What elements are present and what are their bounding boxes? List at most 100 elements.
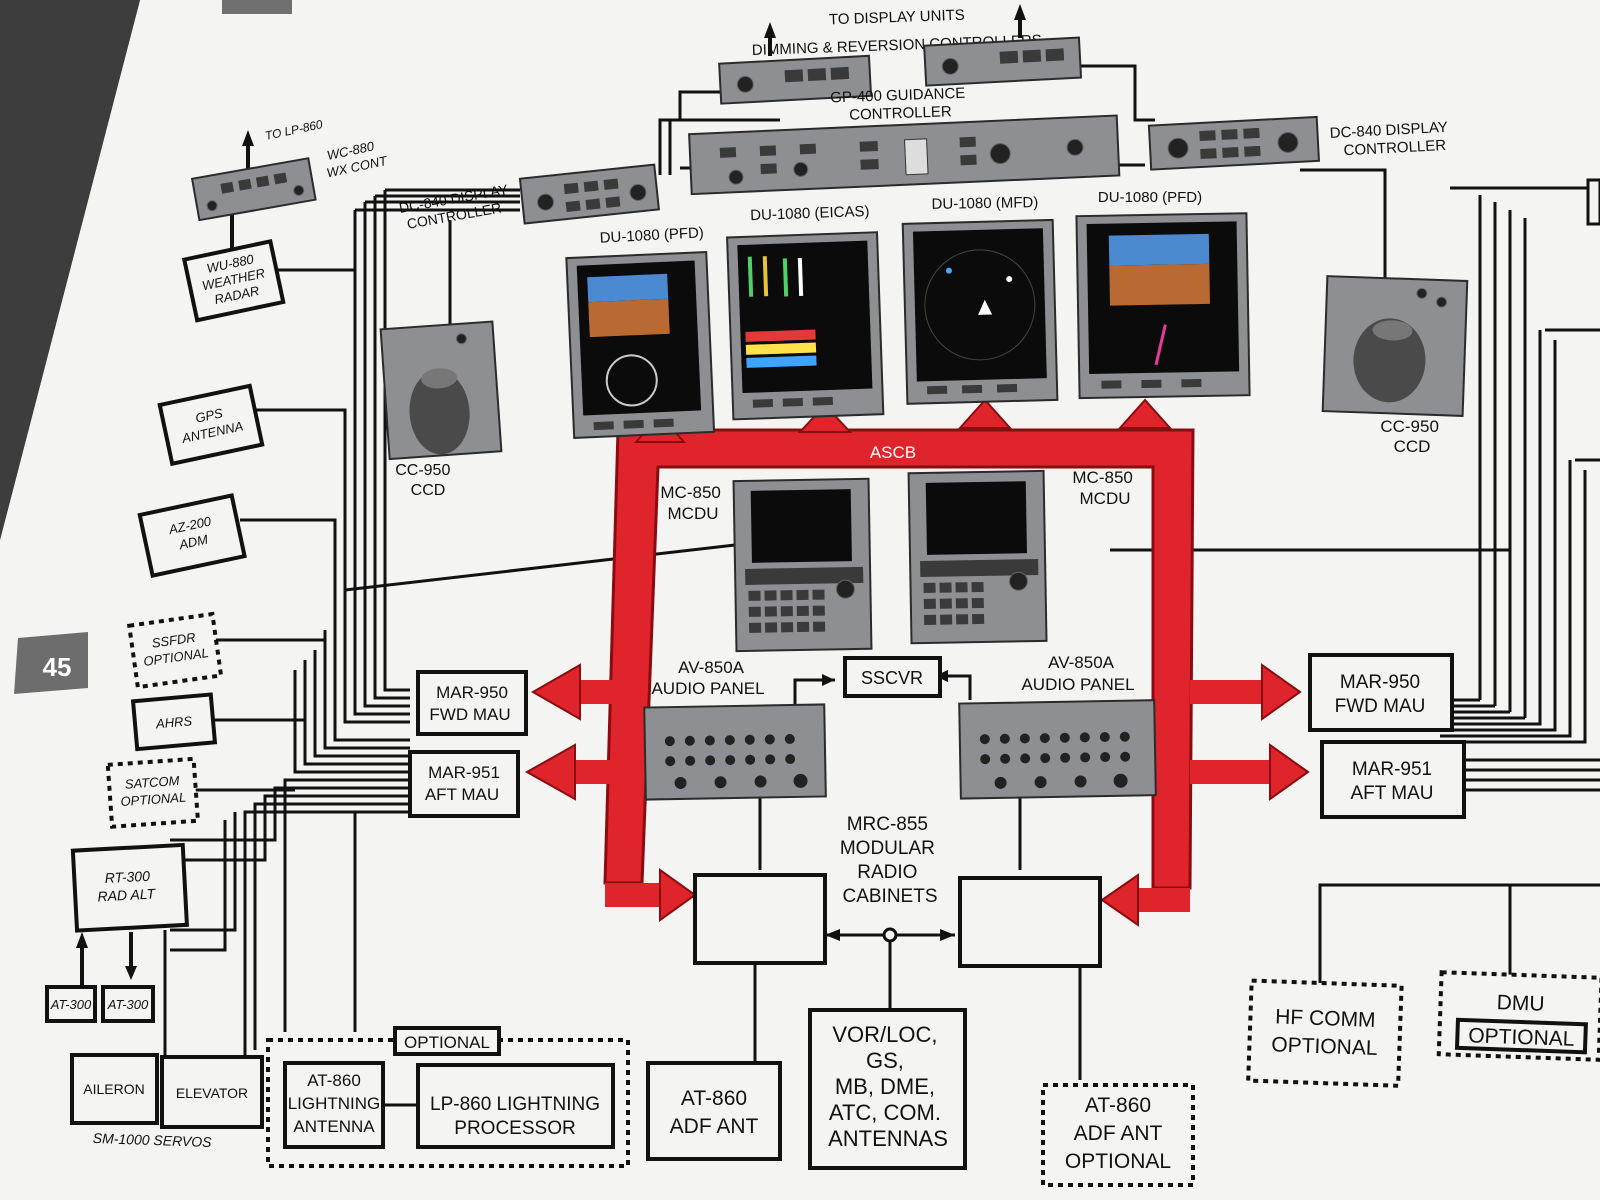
audio-right-label-line2: AUDIO PANEL <box>1021 675 1134 694</box>
at860-lightning-line1: AT-860 <box>307 1071 361 1090</box>
adf-opt-line2: ADF ANT <box>1074 1122 1163 1145</box>
audio-left-label-line1: AV-850A <box>678 658 745 677</box>
wu880-weather-radar: WU-880WEATHERRADAR <box>181 238 286 323</box>
cc950-ccd-left <box>379 320 503 461</box>
dmu-label: DMU <box>1496 991 1545 1016</box>
ccd-left-label-line2: CCD <box>411 482 446 499</box>
sscvr-label: SSCVR <box>861 668 923 688</box>
aileron-servo: AILERON <box>70 1053 159 1125</box>
wiring <box>163 64 1600 1080</box>
mau-left-fwd-line1: MAR-950 <box>436 683 508 702</box>
at860-lightning-line2: LIGHTNING <box>288 1094 381 1113</box>
satcom-optional: SATCOMOPTIONAL <box>105 756 201 829</box>
mrc855-cabinet-right <box>958 876 1102 968</box>
adf-ant-line2: ADF ANT <box>670 1115 759 1138</box>
mcdu-right-label-line1: MC-850 <box>1072 468 1132 487</box>
mrc855-label-line1: MRC-855 <box>847 814 928 835</box>
ssfdr-line1: SSFDR <box>151 630 197 651</box>
sscvr-box <box>843 656 942 698</box>
av850a-audio-panel-left <box>643 703 827 801</box>
audio-left-label: AV-850A AUDIO PANEL <box>651 658 764 698</box>
mcdu-left-label-line1: MC-850 <box>660 483 720 502</box>
ccd-right-label-line2: CCD <box>1394 437 1431 456</box>
svg-text:HF COMMOPTIONAL: HF COMMOPTIONAL <box>1271 1005 1379 1060</box>
mrc855-cabinet-left <box>693 873 827 965</box>
dimming-controller-right <box>923 36 1083 87</box>
mcdu-left-label: MC-850 MCDU <box>660 483 725 523</box>
mau-right-fwd-line2: FWD MAU <box>1335 696 1426 717</box>
audio-right-label-line1: AV-850A <box>1048 653 1115 672</box>
mrc855-label-line3: RADIO <box>857 862 917 883</box>
mau-right-fwd-line1: MAR-950 <box>1340 672 1420 693</box>
optional-tag: OPTIONAL <box>404 1033 490 1052</box>
du1080-eicas <box>726 231 885 421</box>
dimming-controller-left <box>718 54 873 105</box>
antennas-line4: ATC, COM. <box>829 1100 941 1125</box>
satcom-line1: SATCOM <box>124 773 180 792</box>
mc850-mcdu-left <box>732 477 873 653</box>
antennas-line5: ANTENNAS <box>828 1126 948 1151</box>
gps-line1: GPS <box>194 405 224 425</box>
to-display-units-label: TO DISPLAY UNITS <box>829 7 965 29</box>
audio-left-label-line2: AUDIO PANEL <box>651 679 764 698</box>
mcdu-right-label-line2: MCDU <box>1080 489 1131 508</box>
page-number: 45 <box>43 652 72 682</box>
at300-antenna-b: AT-300 <box>101 985 155 1023</box>
mau-left-aft-line2: AFT MAU <box>425 785 499 804</box>
adf-opt-line3: OPTIONAL <box>1065 1150 1171 1173</box>
mcdu-right-label: MC-850 MCDU <box>1072 468 1137 508</box>
adf-ant-line1: AT-860 <box>681 1087 747 1110</box>
dc840-left-controller <box>518 163 661 225</box>
at860-lightning-line3: ANTENNA <box>293 1117 375 1136</box>
az200-adm: AZ-200ADM <box>137 493 247 579</box>
du1080-pfd-left <box>565 250 716 440</box>
ascb-label: ASCB <box>870 443 916 462</box>
svg-text:RT-300RAD ALT: RT-300RAD ALT <box>96 867 157 904</box>
ccd-left-label: CC-950 CCD <box>395 462 455 499</box>
mau-left-aft-line1: MAR-951 <box>428 763 500 782</box>
mau-left-fwd-line2: FWD MAU <box>429 705 510 724</box>
rt300-line1: RT-300 <box>104 868 150 886</box>
du4-label: DU-1080 (PFD) <box>1098 189 1202 206</box>
lp860-line1: LP-860 LIGHTNING <box>430 1094 600 1115</box>
du1080-pfd-right <box>1075 212 1251 400</box>
mau-right-aft-line2: AFT MAU <box>1350 783 1433 804</box>
mrc855-label-line2: MODULAR <box>840 838 935 859</box>
hf-comm-line1: HF COMM <box>1275 1005 1376 1031</box>
du3-label: DU-1080 (MFD) <box>931 194 1038 213</box>
ahrs-label: AHRS <box>154 713 193 731</box>
page-shadow <box>0 0 140 540</box>
at300-a-label: AT-300 <box>50 997 92 1012</box>
ascb-bus <box>524 398 1310 927</box>
dc840-right-label: DC-840 DISPLAY CONTROLLER <box>1329 119 1453 160</box>
svg-text:VOR/LOC, GS, MB, D: VOR/LOC, GS, MB, DME, ATC, COM. ANTENNAS <box>828 1022 948 1151</box>
ccd-left-label-line1: CC-950 <box>395 462 450 479</box>
ahrs: AHRS <box>130 692 218 752</box>
header-tab <box>222 0 292 14</box>
at300-antenna-a: AT-300 <box>45 985 97 1023</box>
mcdu-left-label-line2: MCDU <box>668 504 719 523</box>
lp860-line2: PROCESSOR <box>454 1118 575 1139</box>
gp400-label: GP-400 GUIDANCE CONTROLLER <box>830 85 970 125</box>
hf-comm-optional: HF COMMOPTIONAL <box>1246 978 1404 1088</box>
mrc855-label: MRC-855 MODULAR RADIO CABINETS <box>840 814 940 907</box>
vor-gs-mb-dme-atc-com-antennas: VOR/LOC, GS, MB, DME, ATC, COM. ANTENNAS <box>808 1008 967 1170</box>
du2-label: DU-1080 (EICAS) <box>750 203 870 224</box>
gp400-guidance-controller <box>688 114 1121 196</box>
dc840-right-label-line1: DC-840 DISPLAY <box>1329 119 1448 142</box>
cc950-ccd-right <box>1321 275 1469 417</box>
dmu-optional-label: OPTIONAL <box>1468 1024 1575 1051</box>
hf-comm-line2: OPTIONAL <box>1271 1033 1378 1060</box>
